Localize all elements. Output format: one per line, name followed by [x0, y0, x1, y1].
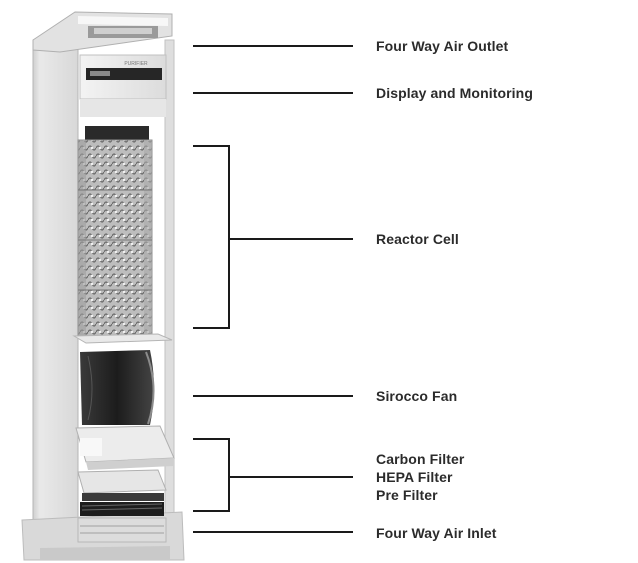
leader-outlet	[193, 45, 353, 47]
leader-fan	[193, 395, 353, 397]
leader-display	[193, 92, 353, 94]
bracket-filters-vertical	[228, 438, 230, 512]
bracket-reactor-bottom	[193, 327, 230, 329]
bracket-filters-top	[193, 438, 230, 440]
sirocco-fan	[80, 350, 155, 425]
label-four-way-air-inlet: Four Way Air Inlet	[376, 525, 497, 541]
label-pre-filter: Pre Filter	[376, 487, 438, 503]
air-outlet-cap	[32, 11, 173, 53]
label-display-and-monitoring: Display and Monitoring	[376, 85, 533, 101]
pre-filter-tray	[80, 502, 164, 516]
bracket-reactor-vertical	[228, 145, 230, 329]
label-sirocco-fan: Sirocco Fan	[376, 388, 458, 404]
label-reactor-cell: Reactor Cell	[376, 231, 459, 247]
label-hepa-filter: HEPA Filter	[376, 469, 453, 485]
bracket-filters-bottom	[193, 510, 230, 512]
air-inlet-grille	[77, 517, 167, 543]
label-carbon-filter: Carbon Filter	[376, 451, 465, 467]
bracket-reactor-top	[193, 145, 230, 147]
shelf	[72, 333, 173, 344]
carbon-filter-tray	[75, 425, 175, 470]
leader-reactor	[228, 238, 353, 240]
device-logo: PURIFIER	[124, 61, 148, 67]
hepa-filter-tray	[77, 469, 167, 501]
display-panel: PURIFIER	[79, 54, 167, 117]
label-four-way-air-outlet: Four Way Air Outlet	[376, 38, 509, 54]
leader-filters	[228, 476, 353, 478]
leader-inlet	[193, 531, 353, 533]
reactor-cell	[77, 126, 153, 337]
